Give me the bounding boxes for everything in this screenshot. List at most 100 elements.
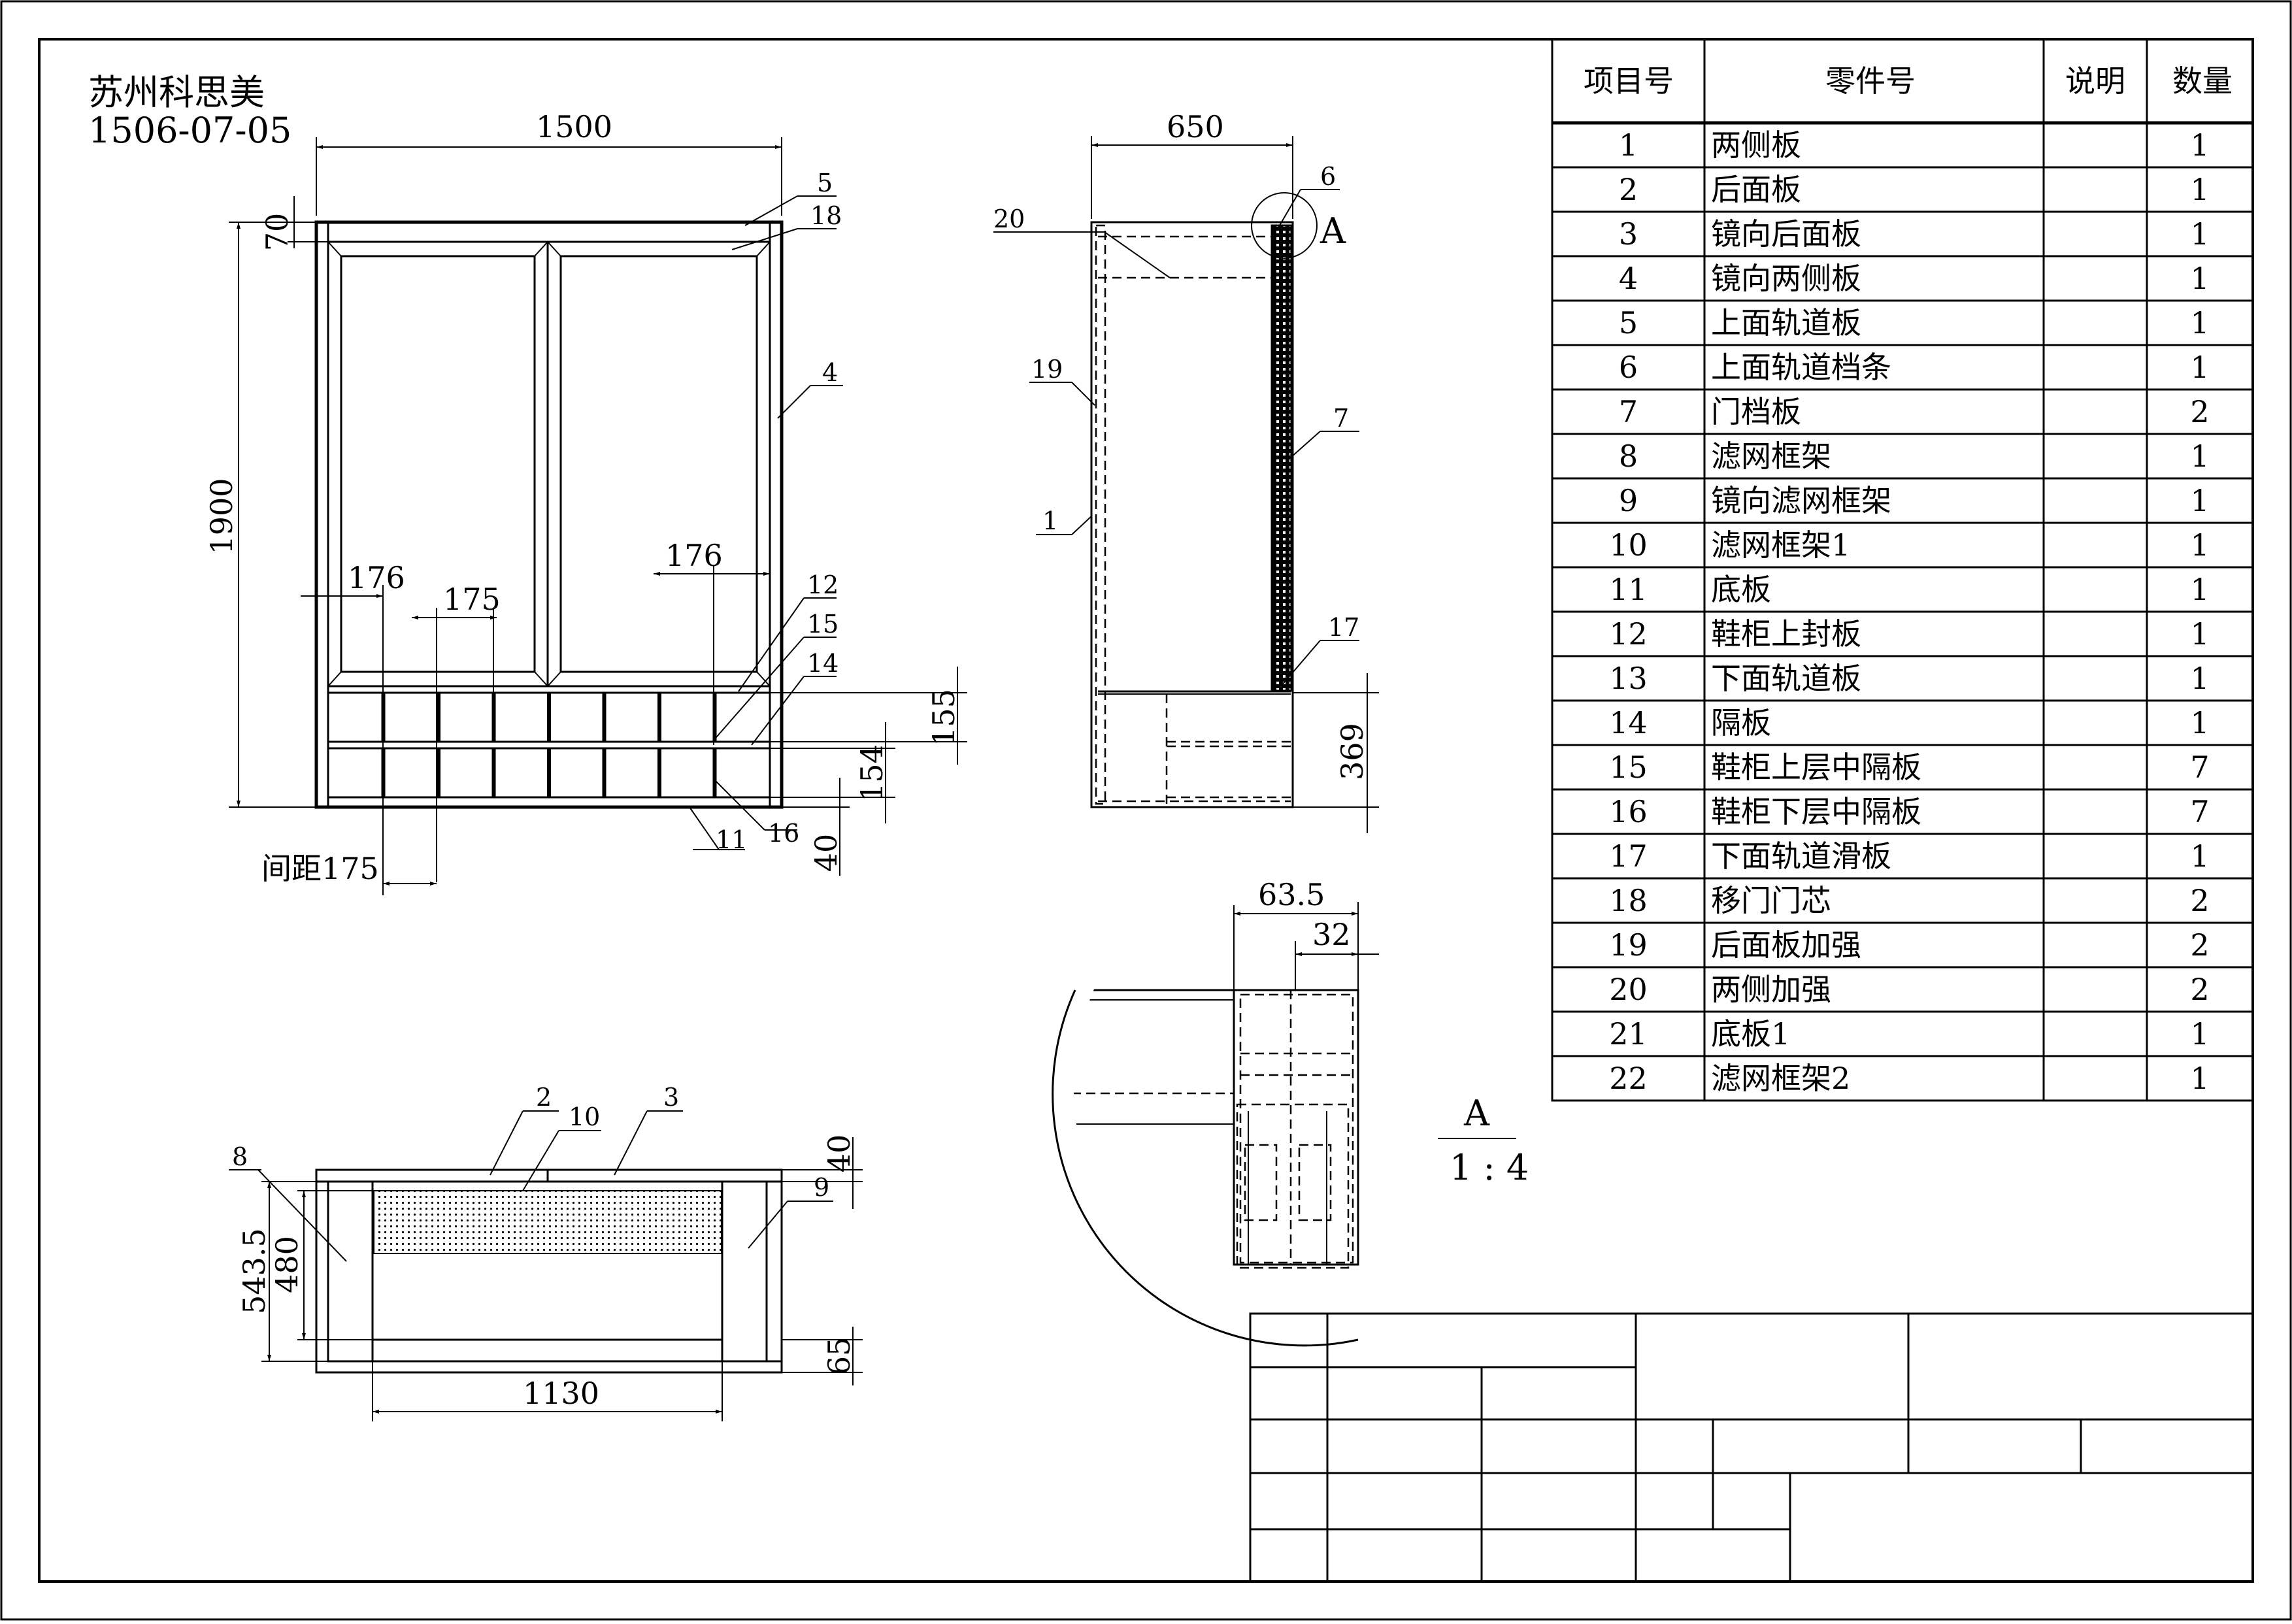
dim-height-1900: 1900 [204, 478, 239, 554]
shoe-divider-lower [712, 748, 717, 797]
bom-item-no: 10 [1609, 527, 1648, 563]
bom-row: 21 底板1 1 [1609, 1016, 2209, 1052]
bom-qty: 7 [2190, 750, 2209, 785]
dim-detail-63-5: 63.5 [1258, 877, 1325, 912]
bom-header-part: 零件号 [1825, 63, 1916, 99]
balloon-20: 20 [993, 205, 1025, 233]
balloon-18: 18 [810, 201, 842, 230]
dim-front-40: 40 [822, 1135, 857, 1173]
bom-row: 9 镜向滤网框架 1 [1619, 483, 2210, 518]
bom-part-name: 滤网框架1 [1711, 527, 1850, 563]
front-balloons: 5 18 4 12 15 14 16 11 [689, 169, 843, 854]
bom-item-no: 4 [1619, 261, 1638, 296]
bom-row: 11 底板 1 [1609, 572, 2209, 607]
bom-item-no: 17 [1609, 838, 1648, 874]
bom-item-no: 21 [1609, 1016, 1648, 1052]
balloon-3: 3 [663, 1083, 679, 1112]
shoe-divider-lower [547, 748, 551, 797]
bom-qty: 1 [2190, 483, 2209, 518]
bom-row: 10 滤网框架1 1 [1609, 527, 2209, 563]
bom-item-no: 16 [1609, 794, 1648, 829]
balloon-14: 14 [807, 649, 839, 678]
bom-part-name: 镜向滤网框架 [1711, 483, 1891, 518]
bom-item-no: 19 [1609, 927, 1648, 963]
dim-lower-369: 369 [1335, 723, 1370, 780]
bom-qty: 1 [2190, 172, 2209, 207]
dim-shoe-bottom-154: 154 [854, 744, 889, 802]
bom-item-no: 5 [1619, 305, 1638, 340]
shoe-divider-upper [547, 693, 551, 742]
bom-qty: 2 [2190, 883, 2209, 918]
detail-marker-a: A [1320, 210, 1346, 252]
shoe-divider-lower [491, 748, 496, 797]
bom-item-no: 13 [1609, 661, 1648, 696]
balloon-19: 19 [1031, 355, 1063, 384]
bom-item-no: 15 [1609, 750, 1648, 785]
bom-qty: 1 [2190, 527, 2209, 563]
balloon-10: 10 [569, 1102, 600, 1131]
shoe-divider-upper [712, 693, 717, 742]
bom-part-name: 下面轨道滑板 [1711, 838, 1891, 874]
dim-depth-650: 650 [1167, 109, 1224, 144]
company-name: 苏州科思美 [88, 72, 265, 113]
dim-spacing-note: 间距175 [261, 851, 379, 886]
balloon-9: 9 [814, 1173, 829, 1202]
bom-qty: 1 [2190, 1016, 2209, 1052]
bom-header-qty: 数量 [2172, 63, 2233, 99]
bom-part-name: 上面轨道档条 [1711, 350, 1891, 385]
bom-part-name: 门档板 [1711, 394, 1801, 429]
dim-cell-175: 175 [443, 582, 501, 617]
bom-qty: 1 [2190, 305, 2209, 340]
bom-part-name: 底板 [1711, 572, 1771, 607]
bom-qty: 2 [2190, 972, 2209, 1007]
bom-part-name: 隔板 [1711, 705, 1771, 740]
bom-part-name: 鞋柜上封板 [1711, 616, 1861, 652]
bom-part-name: 鞋柜下层中隔板 [1711, 794, 1921, 829]
dim-detail-32: 32 [1312, 917, 1351, 952]
bom-part-name: 滤网框架 [1711, 439, 1831, 474]
bom-item-no: 6 [1619, 350, 1638, 385]
bom-item-no: 8 [1619, 439, 1638, 474]
front-dimensions: 1500 1900 70 176 175 176 间距175 155 154 4… [204, 109, 967, 895]
balloon-4: 4 [822, 358, 838, 387]
front-view [314, 220, 784, 809]
balloon-6: 6 [1320, 162, 1336, 191]
shoe-divider-upper [437, 693, 440, 742]
bom-item-no: 12 [1609, 616, 1648, 652]
balloon-7: 7 [1333, 404, 1349, 433]
bom-part-name: 后面板加强 [1711, 927, 1861, 963]
drawing-number: 1506-07-05 [88, 110, 291, 151]
dim-depth-543-5: 543.5 [237, 1228, 272, 1314]
dim-left-176: 176 [348, 560, 405, 595]
dim-back-65: 65 [822, 1337, 857, 1376]
bom-qty: 1 [2190, 705, 2209, 740]
bom-qty: 1 [2190, 1061, 2209, 1096]
bom-item-no: 9 [1619, 483, 1638, 518]
bom-qty: 1 [2190, 572, 2209, 607]
dim-width-1500: 1500 [536, 109, 612, 144]
top-dimensions: 1130 543.5 480 40 65 2 10 3 8 9 [229, 1083, 863, 1421]
bom-item-no: 11 [1609, 572, 1648, 607]
bom-qty: 1 [2190, 439, 2209, 474]
top-view [315, 1168, 783, 1374]
balloon-8: 8 [232, 1142, 248, 1171]
bom-item-no: 14 [1609, 705, 1648, 740]
shoe-divider-upper [602, 693, 606, 742]
side-view [1090, 192, 1318, 808]
bom-part-name: 底板1 [1711, 1016, 1790, 1052]
bom-part-name: 镜向后面板 [1711, 216, 1861, 252]
bom-item-no: 3 [1619, 216, 1638, 252]
bom-row: 8 滤网框架 1 [1619, 439, 2210, 474]
